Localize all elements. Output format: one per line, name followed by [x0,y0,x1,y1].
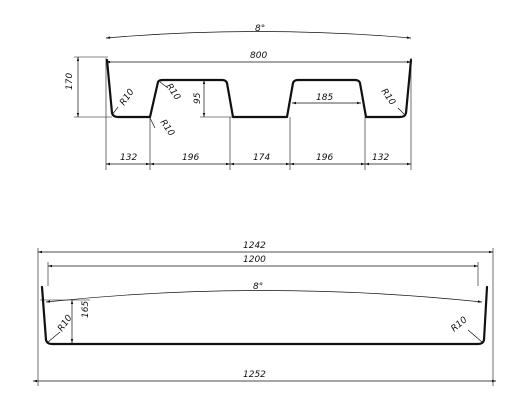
chain-label-1: 132 [120,153,137,163]
bottom-radius-leader-1 [47,331,61,343]
bottom-profile-outline [40,285,489,346]
bottom-profile-drawing: 1242 1200 8° 165 R10 R10 1252 [33,241,496,386]
chain-label-5: 132 [372,153,389,163]
radius-label-3: R10 [158,118,177,138]
radius-leader-1 [111,106,119,116]
bottom-overall-label: 1252 [243,370,266,380]
chain-label-4: 196 [316,153,333,163]
bottom-height-label: 165 [81,301,91,318]
bottom-outer-label: 1242 [243,241,266,251]
bottom-radius-label-2: R10 [450,315,470,334]
bottom-angle-arc [45,290,483,303]
radius-leader-2 [159,81,169,89]
top-profile-outline [105,58,413,119]
chain-label-2: 196 [182,153,199,163]
radius-leader-4 [397,107,405,115]
top-profile-drawing: 8° 800 170 95 185 R10 R10 R10 R10 [65,24,413,170]
top-width-label: 800 [250,51,267,61]
bottom-inner-label: 1200 [243,255,266,265]
rib-top-label: 185 [316,93,333,103]
top-angle-arc [105,31,412,39]
top-height-label: 170 [65,73,75,90]
bottom-radius-leader-2 [467,329,483,343]
chain-label-3: 174 [253,153,270,163]
radius-label-1: R10 [118,87,137,107]
radius-label-4: R10 [379,87,398,107]
bottom-angle-label: 8° [253,282,263,292]
top-angle-label: 8° [255,24,265,34]
rib-height-label: 95 [193,92,203,104]
radius-leader-3 [149,117,156,129]
radius-label-2: R10 [164,82,183,102]
